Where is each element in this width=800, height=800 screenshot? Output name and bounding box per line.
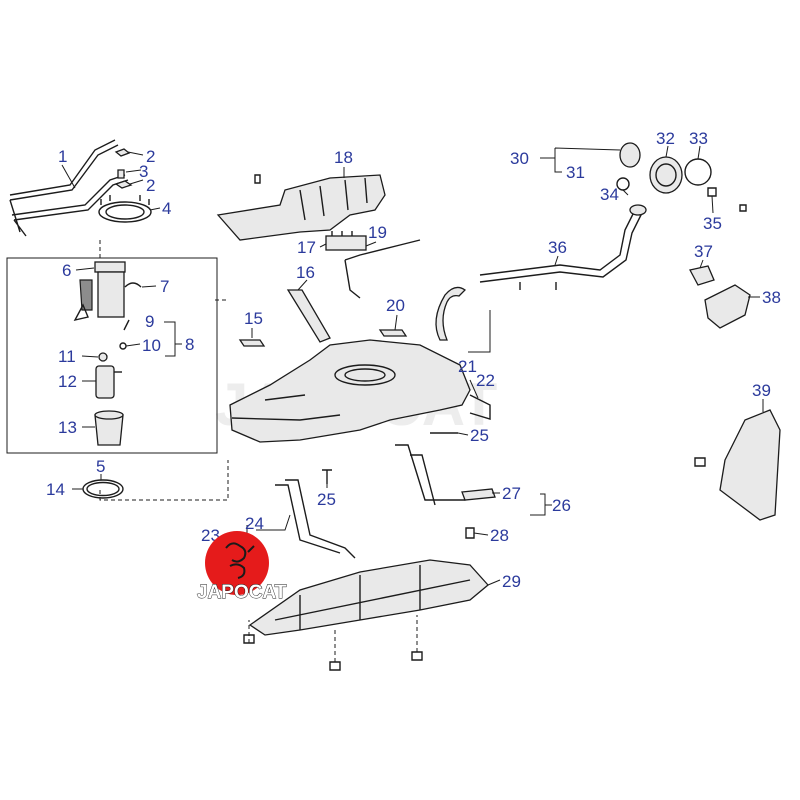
callout-39: 39 xyxy=(752,381,771,400)
logo-text: JAPOCAT xyxy=(197,582,287,603)
callout-7: 7 xyxy=(160,277,169,296)
callout-38: 38 xyxy=(762,288,781,307)
callout-4: 4 xyxy=(162,199,171,218)
callout-16: 16 xyxy=(296,263,315,282)
callout-28: 28 xyxy=(490,526,509,545)
callout-21: 21 xyxy=(458,357,477,376)
callout-25-left: 25 xyxy=(317,490,336,509)
strap-16 xyxy=(286,289,331,343)
clip-lower xyxy=(114,180,133,189)
strap-27 xyxy=(461,488,496,501)
nut-a xyxy=(243,634,255,644)
callout-31: 31 xyxy=(566,163,585,182)
nut-b xyxy=(329,661,341,671)
o-ring-33 xyxy=(684,158,712,186)
pump-module-box xyxy=(6,257,218,454)
pipe-clips xyxy=(519,282,557,290)
clip-upper xyxy=(114,148,131,157)
leader-21 xyxy=(468,310,491,353)
o-ring-10 xyxy=(119,342,127,350)
vent-line xyxy=(344,239,421,299)
screw-35b xyxy=(739,204,747,212)
nut-c xyxy=(411,651,423,661)
tank-protector xyxy=(248,559,489,636)
fuel-tube-assembly xyxy=(9,139,129,237)
callout-6: 6 xyxy=(62,261,71,280)
callout-14: 14 xyxy=(46,480,65,499)
bolt-39 xyxy=(694,457,706,467)
callout-27: 27 xyxy=(502,484,521,503)
callout-25-right: 25 xyxy=(470,426,489,445)
fuel-tank xyxy=(229,339,491,443)
callout-8: 8 xyxy=(185,335,194,354)
gasket-inner xyxy=(86,481,120,497)
heat-shield xyxy=(216,174,386,241)
callout-11: 11 xyxy=(58,347,76,366)
callout-13: 13 xyxy=(58,418,77,437)
callout-24: 24 xyxy=(245,514,264,533)
fuel-door xyxy=(704,284,751,329)
pump-box-dashed-link xyxy=(99,299,229,501)
pad-20 xyxy=(378,329,408,337)
callout-35: 35 xyxy=(703,214,722,233)
callout-26: 26 xyxy=(552,496,571,515)
nut-dashed-links xyxy=(248,615,418,662)
filler-neck xyxy=(649,156,683,194)
callout-9: 9 xyxy=(145,312,154,331)
callout-32: 32 xyxy=(656,129,675,148)
leader-lines xyxy=(61,145,764,586)
japocat-logo: JAPOCAT xyxy=(197,531,287,603)
filler-pipe xyxy=(479,204,647,283)
cushion-11 xyxy=(98,352,108,362)
callout-30: 30 xyxy=(510,149,529,168)
callout-5: 5 xyxy=(96,457,105,476)
callout-10: 10 xyxy=(142,336,161,355)
callout-33: 33 xyxy=(689,129,708,148)
callout-3: 3 xyxy=(139,162,148,181)
fuel-cap xyxy=(619,142,641,168)
logo-cat-emblem xyxy=(225,542,255,579)
connector-17 xyxy=(325,231,367,251)
callout-34: 34 xyxy=(600,185,619,204)
callout-19: 19 xyxy=(368,223,387,242)
strap-24 xyxy=(275,479,356,559)
callout-2-lower: 2 xyxy=(146,176,155,195)
callout-17: 17 xyxy=(297,238,316,257)
callout-20: 20 xyxy=(386,296,405,315)
callout-1: 1 xyxy=(58,147,67,166)
screw-35 xyxy=(707,187,717,197)
bolt-28 xyxy=(465,527,475,539)
callout-37: 37 xyxy=(694,242,713,261)
callout-36: 36 xyxy=(548,238,567,257)
bolt-18 xyxy=(254,174,261,184)
filler-hose xyxy=(435,286,467,341)
fuel-door-hinge xyxy=(689,265,715,286)
clip-9 xyxy=(123,319,130,331)
pump-retainer-ring xyxy=(98,195,152,223)
pad-15 xyxy=(238,339,266,347)
callout-18: 18 xyxy=(334,148,353,167)
callout-29: 29 xyxy=(502,572,521,591)
fuel-pump-bracket xyxy=(73,261,126,322)
cushion xyxy=(117,169,125,179)
callout-22: 22 xyxy=(476,371,495,390)
fuel-filter xyxy=(94,410,124,446)
callout-15: 15 xyxy=(244,309,263,328)
bolt-25a xyxy=(322,469,332,484)
fuel-pump xyxy=(95,365,122,399)
callout-2-upper: 2 xyxy=(146,147,155,166)
filler-bracket-39 xyxy=(719,409,781,521)
clamp xyxy=(124,282,142,288)
callout-12: 12 xyxy=(58,372,77,391)
